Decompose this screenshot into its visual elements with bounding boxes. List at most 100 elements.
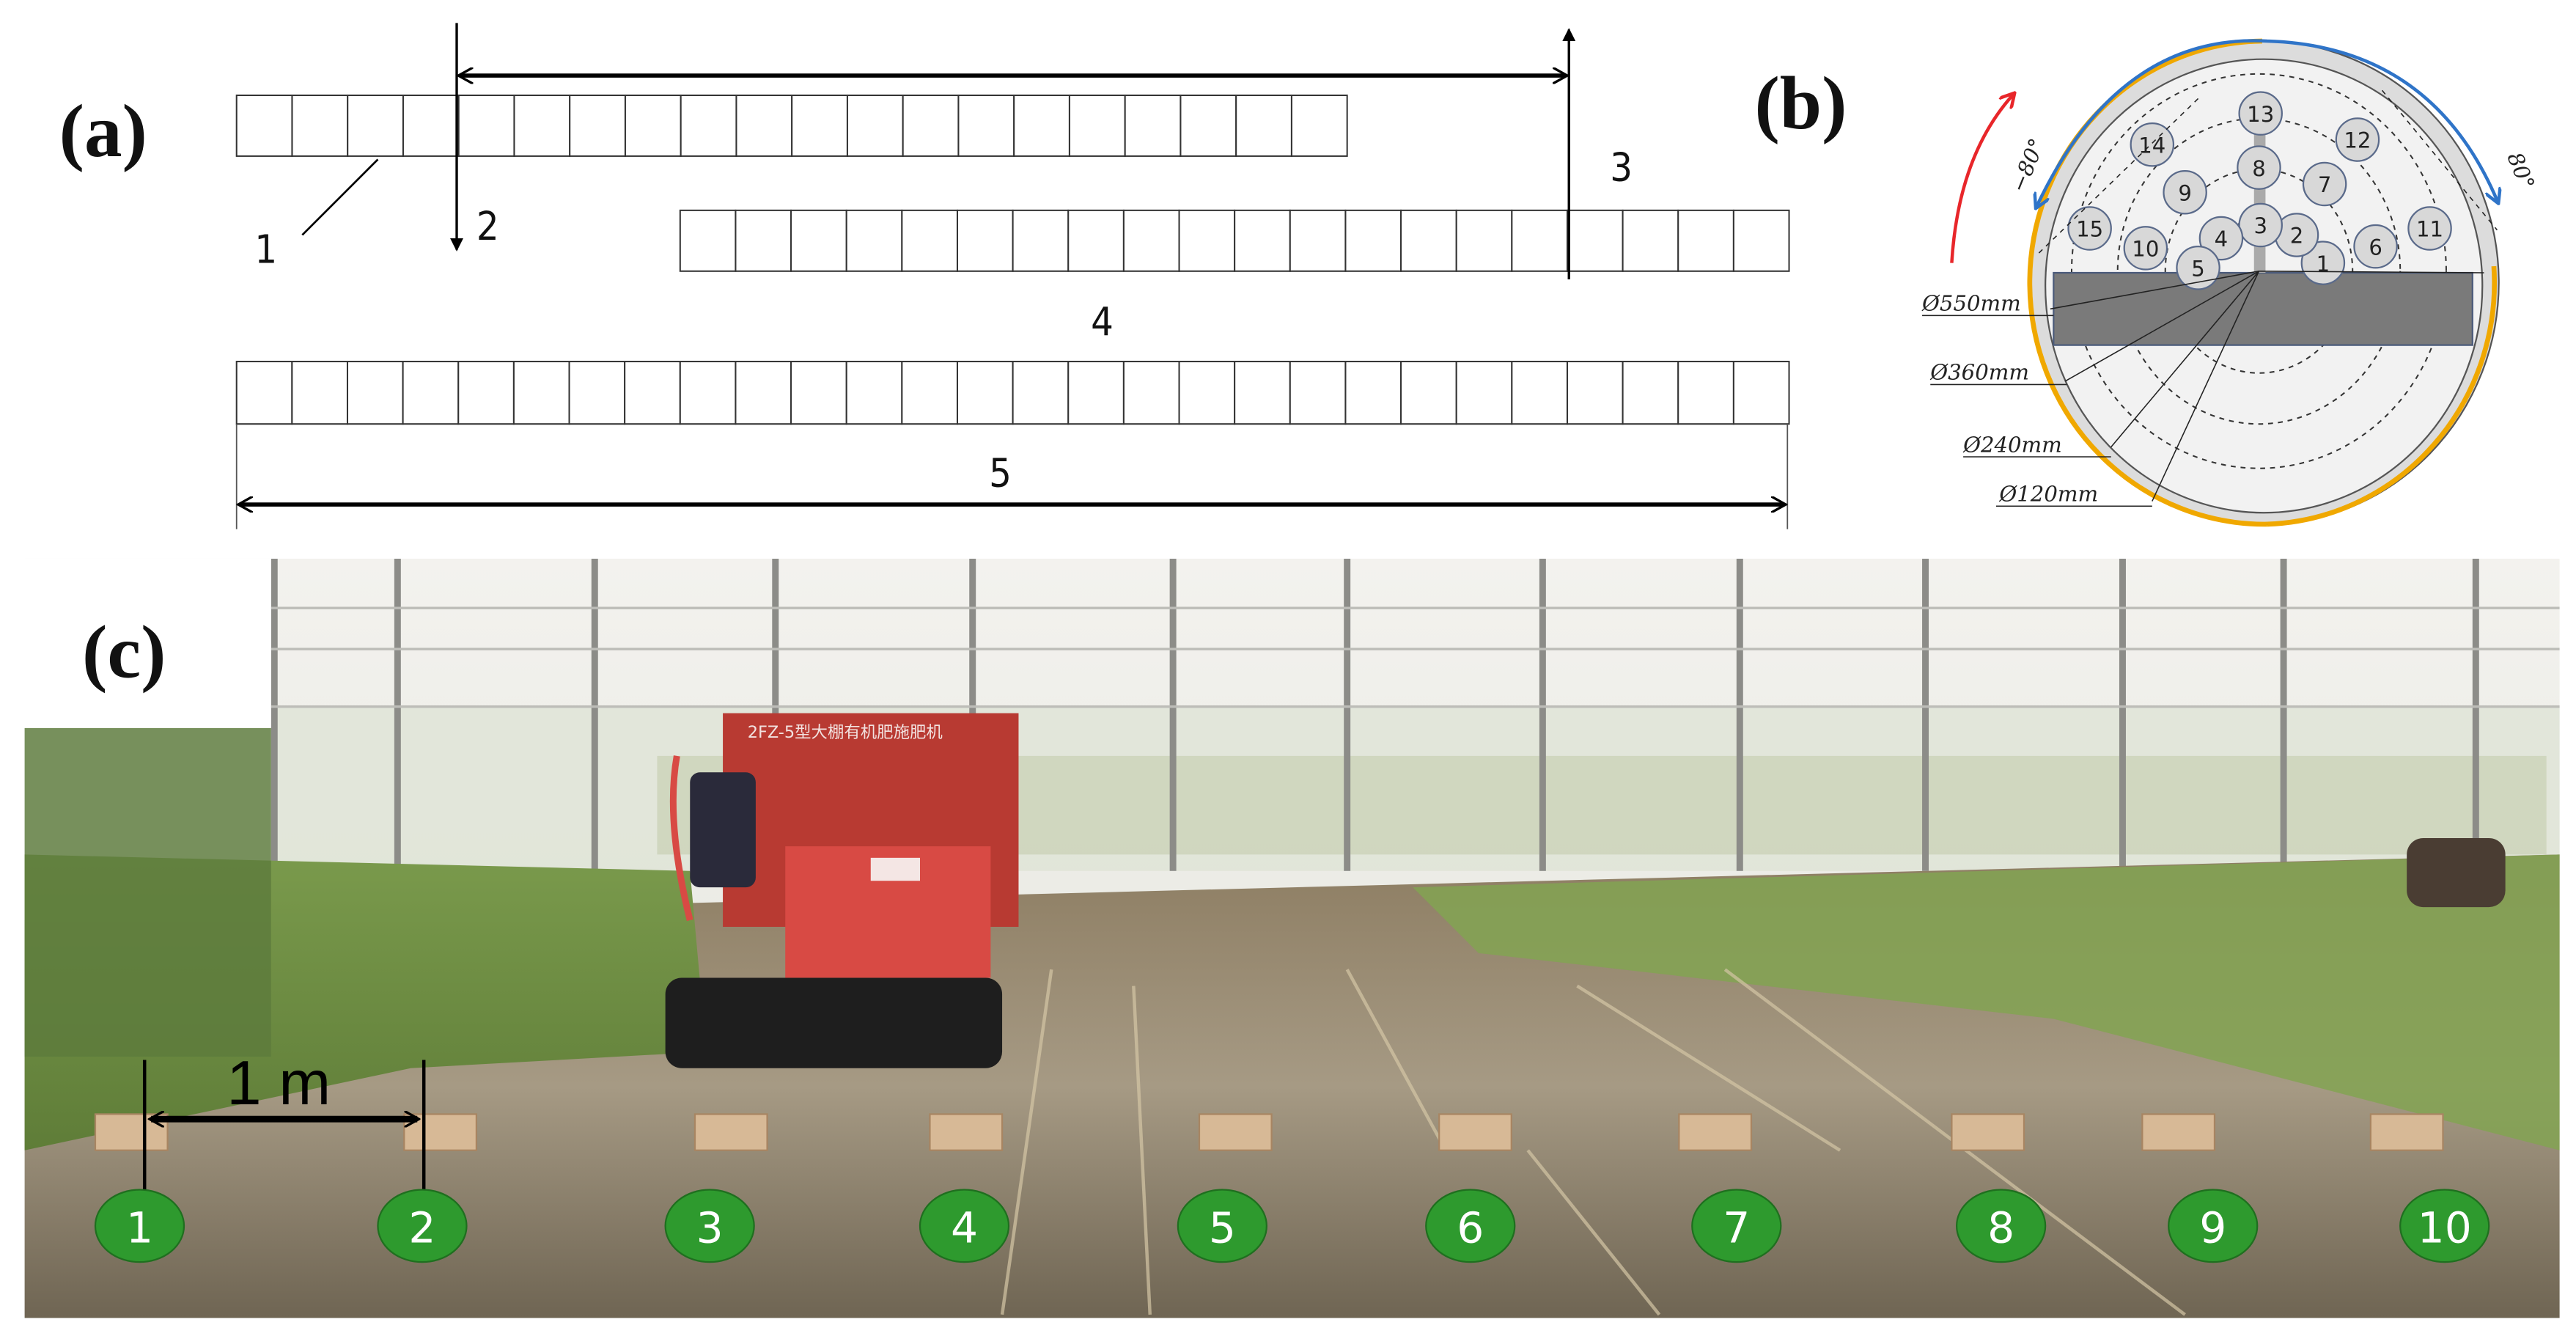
row-cell <box>1511 361 1568 425</box>
greenhouse-post <box>1922 558 1929 871</box>
collection-box <box>693 1113 768 1151</box>
machine-label: 2FZ-5型大棚有机肥施肥机 <box>748 723 943 742</box>
row-cell <box>901 209 958 272</box>
position-label-1: 1 <box>2316 252 2330 276</box>
row-cell <box>569 94 626 157</box>
row-cell <box>1178 361 1236 425</box>
rim-highlight-left <box>2027 38 2267 527</box>
row-cell <box>845 361 903 425</box>
callout-1-leader <box>301 158 379 236</box>
sampling-marker-5 <box>1177 1189 1267 1263</box>
row-cell <box>346 361 404 425</box>
swing-range-arrow-blue <box>2037 39 2498 206</box>
position-circle-13 <box>2238 91 2283 136</box>
greenhouse-post <box>1344 558 1351 871</box>
row-cell <box>1012 361 1070 425</box>
sampling-label-3: 3 <box>696 1203 724 1252</box>
sampling-marker-6 <box>1425 1189 1516 1263</box>
row-cell <box>845 209 903 272</box>
collection-box <box>2369 1113 2444 1151</box>
row-cell <box>347 94 404 157</box>
row-cell <box>291 94 349 157</box>
position-circle-12 <box>2335 117 2380 162</box>
row-cell <box>1677 209 1734 272</box>
row-cell <box>1234 209 1291 272</box>
position-label-14: 14 <box>2138 133 2165 158</box>
row-cell <box>1013 94 1070 157</box>
row-cell <box>1511 209 1568 272</box>
callout-1: 1 <box>254 227 277 273</box>
angle-left: −80° <box>2006 135 2050 196</box>
sampling-marker-2 <box>377 1189 468 1263</box>
position-label-5: 5 <box>2191 257 2205 282</box>
rotation-arrow-red <box>1950 95 2012 263</box>
row-cell <box>679 209 737 272</box>
row-cell <box>1067 209 1125 272</box>
row-cell <box>1122 209 1180 272</box>
row-cell <box>402 94 460 157</box>
row-cell <box>1566 209 1624 272</box>
position-circle-4 <box>2198 216 2244 261</box>
panel-c-label: (c) <box>82 610 166 694</box>
callout-5: 5 <box>989 449 1012 496</box>
row-cell <box>901 361 958 425</box>
row-cell <box>457 361 515 425</box>
rim-highlight-right <box>2267 265 2497 527</box>
panel-a-label: (a) <box>59 89 147 173</box>
dimension-leaders <box>1922 89 2498 507</box>
row-cell <box>735 209 792 272</box>
row-cell <box>457 94 515 157</box>
position-label-4: 4 <box>2215 227 2229 252</box>
position-label-15: 15 <box>2076 217 2103 242</box>
sampling-label-10: 10 <box>2418 1203 2472 1252</box>
position-label-11: 11 <box>2416 217 2443 242</box>
panel-b-label: (b) <box>1754 62 1847 145</box>
greenhouse-post <box>2280 558 2287 1052</box>
greenhouse-post <box>1539 558 1546 871</box>
callout-3: 3 <box>1610 144 1633 191</box>
row-cell <box>513 94 571 157</box>
row-cell <box>1234 361 1291 425</box>
position-label-7: 7 <box>2318 172 2332 197</box>
position-circle-5 <box>2176 246 2220 290</box>
greenhouse-post <box>1736 558 1743 871</box>
position-circle-6 <box>2353 224 2398 269</box>
row-cell <box>1180 94 1237 157</box>
diameter-550: Ø550mm <box>1921 291 2021 316</box>
row-cell <box>790 209 847 272</box>
row-cell <box>1622 361 1679 425</box>
row-cell <box>1455 209 1513 272</box>
row-cell <box>235 361 293 425</box>
position-label-13: 13 <box>2247 102 2274 127</box>
row-cell <box>1122 361 1180 425</box>
position-label-3: 3 <box>2253 213 2267 238</box>
diameter-120: Ø120mm <box>1998 482 2098 507</box>
position-circle-1 <box>2300 241 2346 285</box>
position-circle-14 <box>2130 122 2175 167</box>
row-cell <box>902 94 960 157</box>
field-rows <box>235 94 1790 425</box>
row-cell <box>1289 209 1347 272</box>
row-cell <box>568 361 626 425</box>
row-cell <box>1067 361 1125 425</box>
row-cell <box>1344 209 1402 272</box>
greenhouse-post <box>591 558 598 871</box>
scale-label: 1 m <box>227 1049 331 1118</box>
row-cell <box>1344 361 1402 425</box>
collection-box <box>1678 1113 1753 1151</box>
row-cell <box>1732 209 1790 272</box>
row-cell <box>679 361 737 425</box>
row-cell <box>735 94 793 157</box>
greenhouse-post <box>2472 558 2479 871</box>
row-cell <box>291 361 348 425</box>
row-cell <box>512 361 570 425</box>
row-cell <box>1289 361 1347 425</box>
greenhouse-post <box>1169 558 1177 871</box>
position-label-12: 12 <box>2344 128 2371 153</box>
callout-4: 4 <box>1091 298 1114 345</box>
sampling-marker-1 <box>94 1189 185 1263</box>
row-cell <box>1455 361 1513 425</box>
